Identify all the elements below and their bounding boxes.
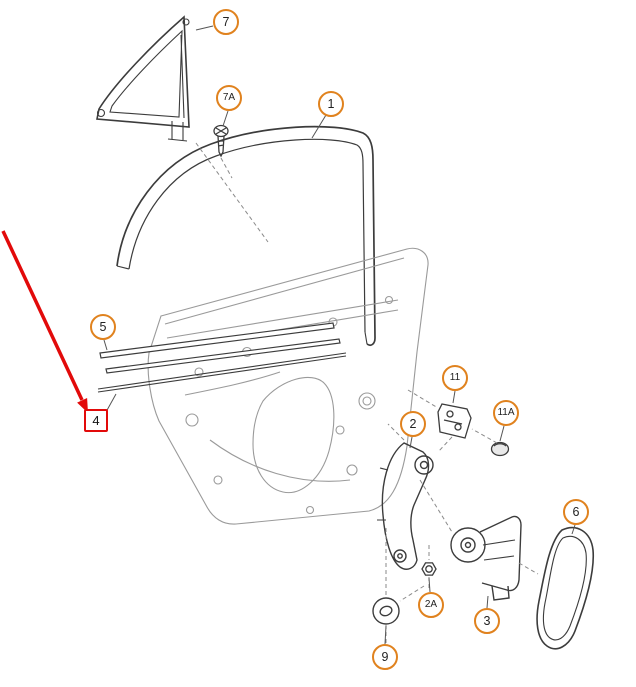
- callout-2[interactable]: 2: [400, 411, 426, 437]
- callout-7-label: 7: [222, 14, 230, 29]
- callout-4-label: 4: [92, 413, 100, 428]
- molding-strips: [97, 322, 347, 393]
- callout-7[interactable]: 7: [213, 9, 239, 35]
- callout-5-label: 5: [99, 319, 107, 334]
- cap-11a: [490, 441, 510, 457]
- callout-11a[interactable]: 11A: [493, 400, 519, 426]
- callout-2a-label: 2A: [424, 599, 438, 610]
- callout-7a[interactable]: 7A: [216, 85, 242, 111]
- window-run-seal: [116, 125, 376, 347]
- highlight-arrow: [1, 230, 88, 413]
- window-motor: [450, 515, 522, 601]
- callout-1-label: 1: [327, 96, 335, 111]
- callout-6[interactable]: 6: [563, 499, 589, 525]
- callout-2a[interactable]: 2A: [418, 592, 444, 618]
- callout-4-highlighted[interactable]: 4: [84, 409, 108, 432]
- mount-bracket: [437, 403, 472, 439]
- callout-leader-lines: [103, 25, 576, 645]
- callout-3-label: 3: [483, 613, 491, 628]
- callout-9[interactable]: 9: [372, 644, 398, 670]
- callout-9-label: 9: [381, 649, 389, 664]
- callout-2-label: 2: [409, 416, 417, 431]
- window-regulator: [377, 442, 434, 570]
- callout-6-label: 6: [572, 504, 580, 519]
- door-shell: [147, 247, 429, 525]
- callout-3[interactable]: 3: [474, 608, 500, 634]
- callout-5[interactable]: 5: [90, 314, 116, 340]
- nut-2a: [421, 562, 437, 576]
- grommet-9: [372, 597, 400, 625]
- rear-channel-seal: [536, 526, 595, 650]
- callout-7a-label: 7A: [222, 92, 236, 103]
- callout-1[interactable]: 1: [318, 91, 344, 117]
- vent-window-frame: [96, 15, 190, 142]
- callout-11a-label: 11A: [497, 407, 515, 418]
- callout-11-label: 11: [449, 372, 461, 383]
- callout-11[interactable]: 11: [442, 365, 468, 391]
